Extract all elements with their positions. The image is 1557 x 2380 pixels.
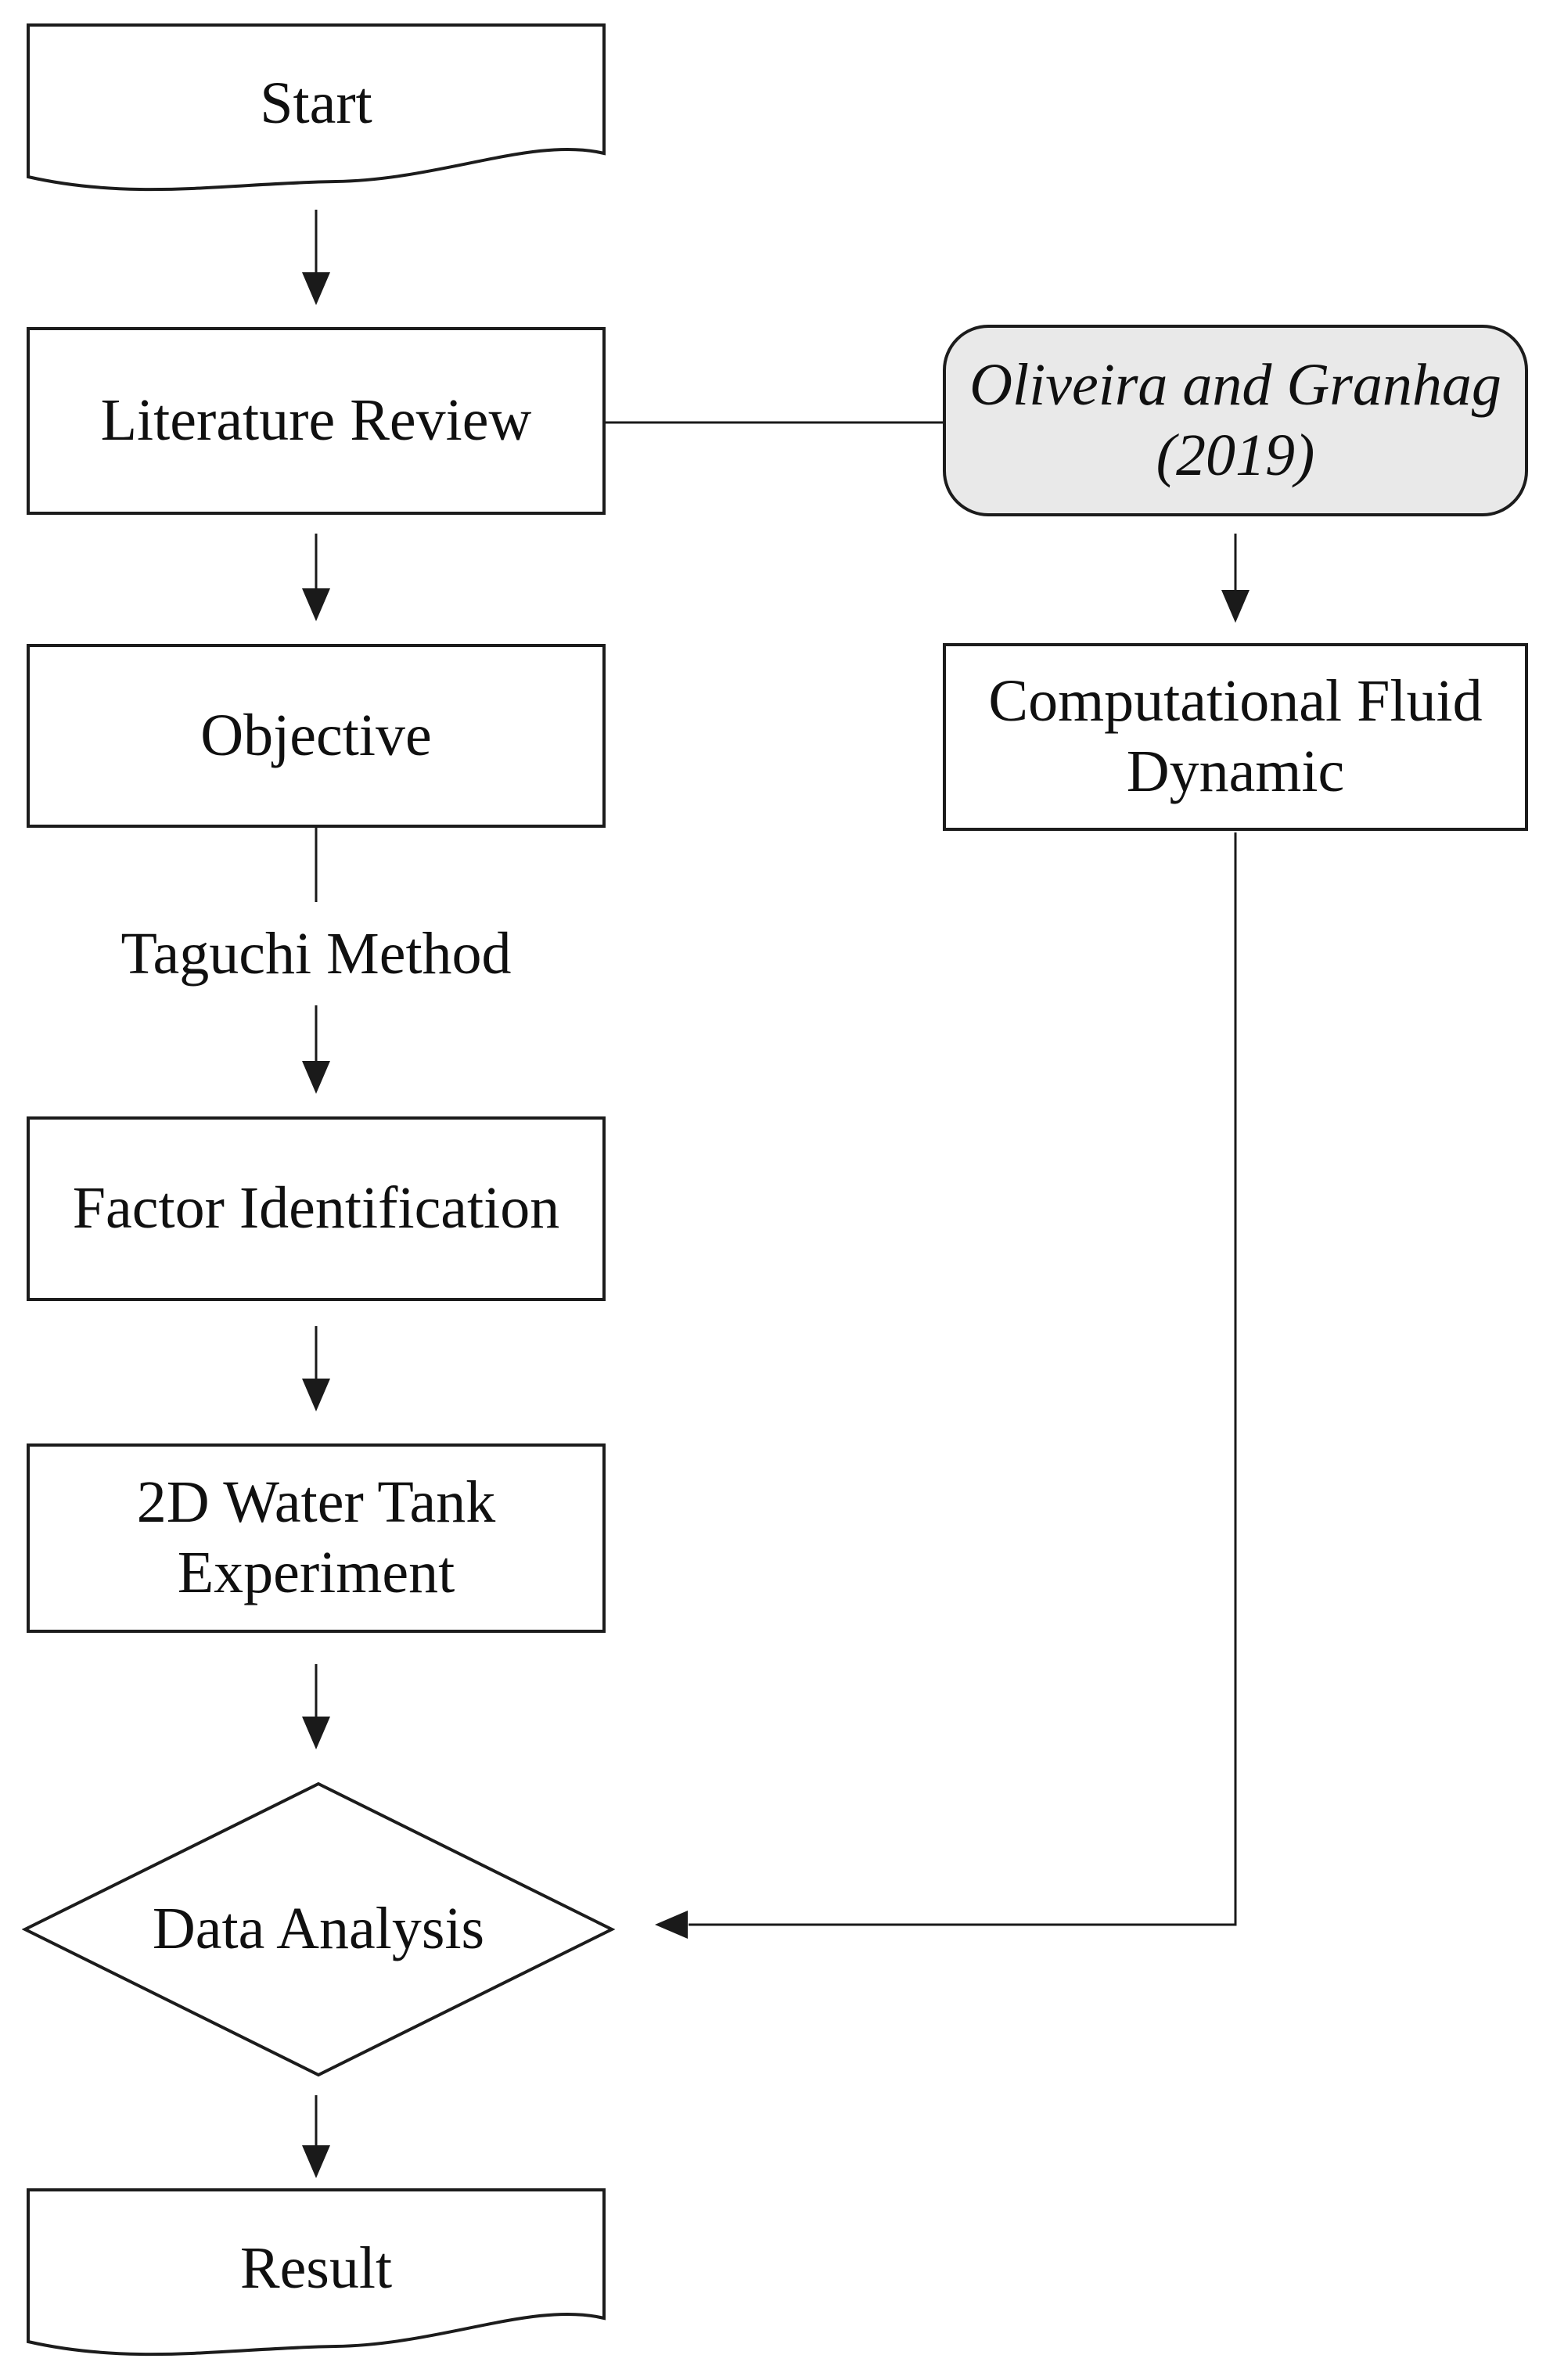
cfd-label: Computational Fluid Dynamic: [988, 668, 1483, 804]
connector-start-to-literature: [302, 210, 330, 305]
arrow-down-icon: [302, 1061, 330, 1094]
arrow-down-icon: [302, 272, 330, 305]
arrow-down-icon: [1221, 590, 1250, 623]
connector-literature-to-objective: [302, 534, 330, 621]
oliveira-reference-label: Oliveira and Granhag (2019): [969, 351, 1501, 488]
data-analysis-node-shape: [22, 1781, 615, 2077]
taguchi-method-text: Taguchi Method: [120, 921, 512, 987]
connector-taguchi-to-factor: [302, 1005, 330, 1094]
start-node-shape: [27, 23, 606, 192]
literature-review-node: Literature Review: [27, 327, 606, 515]
objective-label: Objective: [200, 702, 432, 768]
objective-node: Objective: [27, 644, 606, 828]
data-analysis-label: Data Analysis: [152, 1896, 485, 1962]
connector-factor-to-watertank: [302, 1326, 330, 1411]
start-node-label: Start: [260, 70, 372, 136]
arrow-down-icon: [302, 1717, 330, 1749]
connector-watertank-to-analysis: [302, 1664, 330, 1749]
water-tank-node: 2D Water Tank Experiment: [27, 1443, 606, 1633]
cfd-node: Computational Fluid Dynamic: [943, 643, 1528, 831]
literature-review-label: Literature Review: [100, 387, 532, 454]
water-tank-label: 2D Water Tank Experiment: [136, 1469, 496, 1605]
connector-cfd-to-analysis: [655, 832, 1237, 1939]
arrow-left-icon: [655, 1911, 688, 1939]
factor-identification-label: Factor Identification: [72, 1175, 560, 1242]
arrow-down-icon: [302, 1379, 330, 1411]
connector-analysis-to-result: [302, 2095, 330, 2178]
connector-oliveira-to-cfd: [1221, 534, 1250, 623]
factor-identification-node: Factor Identification: [27, 1116, 606, 1301]
arrow-down-icon: [302, 2145, 330, 2178]
result-node-shape: [27, 2188, 606, 2357]
arrow-down-icon: [302, 588, 330, 621]
result-node-label: Result: [239, 2234, 393, 2301]
oliveira-reference-node: Oliveira and Granhag (2019): [943, 325, 1528, 516]
